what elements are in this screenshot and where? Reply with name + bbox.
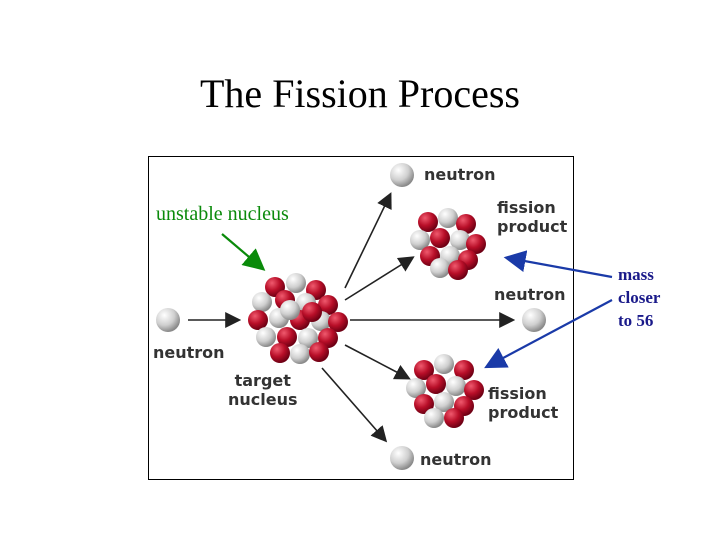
target-nucleus-cluster [248, 273, 348, 364]
mass-note-line2: closer [618, 288, 661, 307]
slide-title: The Fission Process [200, 71, 520, 116]
mass-arrow-top [503, 250, 613, 279]
fission-product-bottom-cluster [406, 354, 484, 428]
fission-product-top-cluster [410, 208, 486, 280]
mass-arrow-bottom [484, 299, 613, 369]
arrow-to-product-top [344, 256, 415, 301]
fission-product-bottom-line2: product [488, 403, 559, 422]
fission-product-bottom-line1: fission [488, 384, 547, 403]
target-nucleus-label: target nucleus [228, 371, 298, 409]
fission-product-top-line1: fission [497, 198, 556, 217]
neutron-label-bottom: neutron [420, 450, 492, 469]
mass-closer-callout: mass closer to 56 [618, 263, 660, 332]
target-nucleus-line1: target [234, 371, 291, 390]
fission-product-label-bottom: fission product [488, 384, 558, 422]
neutron-label-middle: neutron [494, 285, 566, 304]
reaction-arrows [188, 192, 516, 443]
fission-product-top-line2: product [497, 217, 568, 236]
emitted-neutron-bottom [390, 446, 414, 470]
neutron-label-incoming: neutron [153, 343, 225, 362]
fission-product-label-top: fission product [497, 198, 567, 236]
arrow-to-neutron-top [344, 192, 392, 289]
target-nucleus-line2: nucleus [228, 390, 298, 409]
neutron-label-top: neutron [424, 165, 496, 184]
emitted-neutron-top [390, 163, 414, 187]
unstable-nucleus-arrow [221, 233, 266, 271]
unstable-nucleus-callout: unstable nucleus [156, 203, 289, 226]
emitted-neutron-middle [522, 308, 546, 332]
incoming-neutron [156, 308, 180, 332]
arrow-to-product-bottom [344, 344, 411, 380]
mass-note-line1: mass [618, 265, 654, 284]
arrow-to-neutron-bottom [321, 367, 388, 443]
mass-note-line3: to 56 [618, 311, 654, 330]
